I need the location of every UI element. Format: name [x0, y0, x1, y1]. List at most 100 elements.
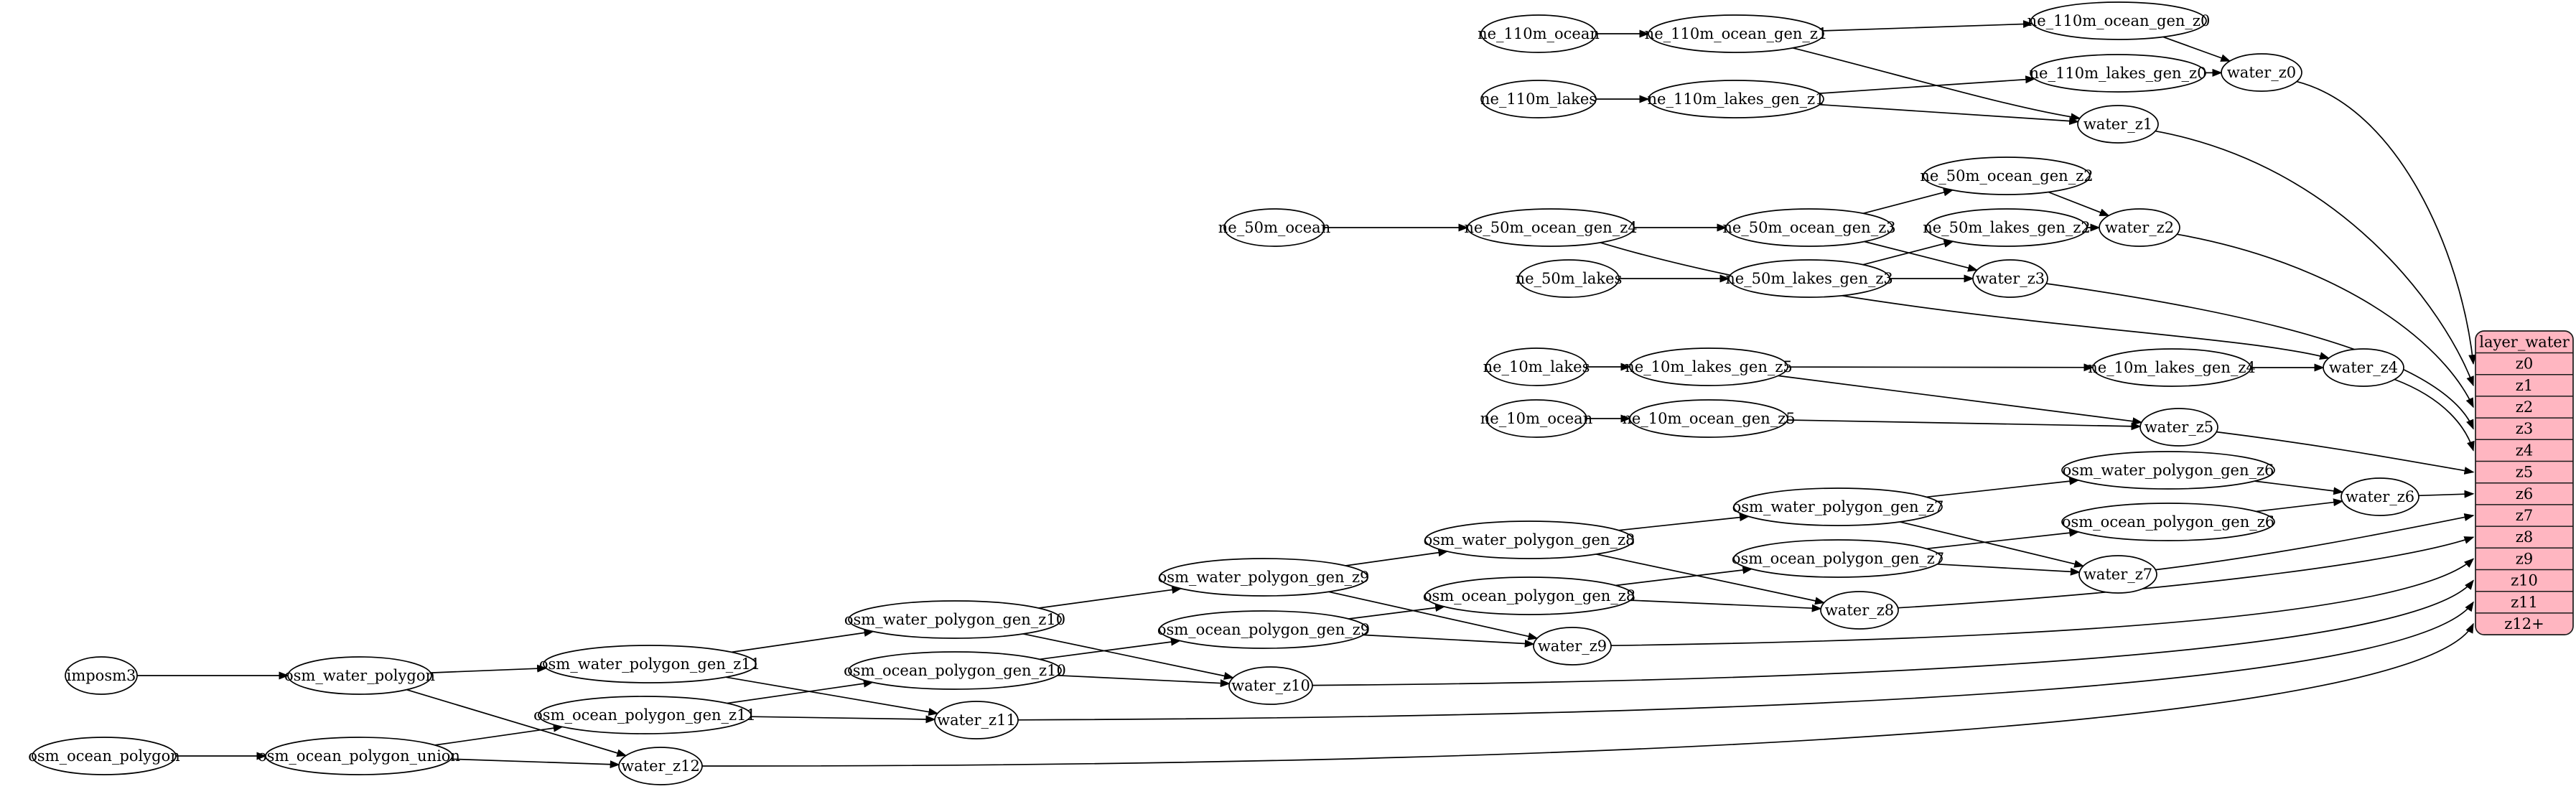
- edge-water_z9-to-layer_water-z9: [1610, 558, 2475, 647]
- edge-osm_ocean_polygon_gen_z7-to-osm_ocean_polygon_gen_z6: [1926, 528, 2080, 550]
- edge-osm_water_polygon_gen_z7-to-osm_water_polygon_gen_z6: [1926, 477, 2080, 498]
- node-label-ne_10m_ocean: ne_10m_ocean: [1480, 410, 1592, 427]
- node-water_z7: water_z7: [2078, 555, 2157, 594]
- edge-osm_water_polygon_gen_z8-to-water_z8: [1596, 554, 1826, 605]
- table-row-z7: z7: [2516, 507, 2533, 524]
- edge-osm_ocean_polygon_gen_z6-to-water_z6: [2256, 498, 2344, 513]
- node-water_z6: water_z6: [2341, 477, 2419, 516]
- edge-osm_water_polygon_gen_z9-to-water_z9: [1328, 591, 1539, 640]
- node-water_z2: water_z2: [2099, 208, 2180, 247]
- node-water_z9: water_z9: [1533, 627, 1612, 666]
- node-label-osm_ocean_polygon_gen_z7: osm_ocean_polygon_gen_z7: [1732, 550, 1944, 567]
- node-osm_ocean_polygon_gen_z10: osm_ocean_polygon_gen_z10: [844, 651, 1066, 690]
- node-label-ne_110m_ocean_gen_z0: ne_110m_ocean_gen_z0: [2027, 12, 2211, 29]
- node-label-ne_50m_lakes_gen_z3: ne_50m_lakes_gen_z3: [1725, 270, 1893, 287]
- node-label-osm_ocean_polygon_gen_z10: osm_ocean_polygon_gen_z10: [844, 662, 1066, 679]
- node-osm_ocean_polygon_gen_z9: osm_ocean_polygon_gen_z9: [1157, 610, 1370, 649]
- table-row-z4: z4: [2516, 442, 2533, 459]
- edge-osm_water_polygon-to-osm_water_polygon_gen_z11: [430, 664, 548, 673]
- node-ne_50m_lakes_gen_z3: ne_50m_lakes_gen_z3: [1725, 259, 1893, 298]
- edge-ne_110m_ocean_gen_z0-to-water_z0: [2162, 36, 2231, 62]
- edge-ne_50m_lakes_gen_z3-to-ne_50m_lakes_gen_z2: [1862, 240, 1954, 266]
- node-label-water_z4: water_z4: [2329, 359, 2398, 376]
- node-ne_110m_ocean_gen_z1: ne_110m_ocean_gen_z1: [1645, 14, 1828, 53]
- node-label-osm_ocean_polygon_union: osm_ocean_polygon_union: [258, 747, 460, 765]
- node-label-water_z2: water_z2: [2105, 219, 2174, 236]
- node-label-water_z9: water_z9: [1538, 638, 1607, 655]
- node-label-ne_50m_ocean: ne_50m_ocean: [1218, 219, 1330, 236]
- node-label-osm_ocean_polygon_gen_z9: osm_ocean_polygon_gen_z9: [1157, 621, 1370, 638]
- node-ne_50m_lakes: ne_50m_lakes: [1516, 259, 1623, 298]
- node-ne_10m_ocean: ne_10m_ocean: [1480, 399, 1592, 438]
- node-label-osm_water_polygon_gen_z6: osm_water_polygon_gen_z6: [2063, 462, 2274, 479]
- edge-osm_ocean_polygon_gen_z10-to-water_z10: [1057, 674, 1231, 688]
- node-label-ne_110m_lakes: ne_110m_lakes: [1480, 90, 1597, 108]
- edge-ne_50m_ocean_gen_z3-to-ne_50m_ocean_gen_z2: [1863, 188, 1954, 215]
- edge-osm_water_polygon_gen_z6-to-water_z6: [2254, 480, 2344, 495]
- table-row-z2: z2: [2516, 398, 2533, 416]
- node-label-water_z12: water_z12: [621, 757, 700, 775]
- edge-osm_water_polygon-to-water_z12: [406, 688, 627, 757]
- node-label-ne_10m_lakes_gen_z5: ne_10m_lakes_gen_z5: [1625, 358, 1793, 375]
- node-water_z10: water_z10: [1228, 666, 1313, 705]
- node-label-ne_110m_ocean: ne_110m_ocean: [1478, 25, 1600, 42]
- node-label-ne_10m_lakes_gen_z4: ne_10m_lakes_gen_z4: [2088, 359, 2256, 376]
- table-row-z0: z0: [2516, 355, 2533, 373]
- node-label-ne_50m_lakes: ne_50m_lakes: [1516, 270, 1623, 287]
- edge-water_z0-to-layer_water-z0: [2296, 80, 2477, 365]
- edge-water_z11-to-layer_water-z11: [1017, 601, 2474, 721]
- edge-water_z7-to-layer_water-z7: [2155, 513, 2475, 571]
- edge-water_z12-to-layer_water-z12+: [701, 622, 2474, 767]
- node-water_z8: water_z8: [1820, 591, 1899, 630]
- edge-osm_ocean_polygon_union-to-water_z12: [451, 758, 620, 769]
- node-label-osm_ocean_polygon: osm_ocean_polygon: [28, 747, 180, 765]
- node-ne_110m_ocean_gen_z0: ne_110m_ocean_gen_z0: [2027, 1, 2211, 40]
- node-label-water_z11: water_z11: [937, 711, 1016, 729]
- edge-ne_50m_ocean_gen_z3-to-water_z3: [1864, 241, 1979, 272]
- node-label-ne_10m_lakes: ne_10m_lakes: [1483, 358, 1590, 375]
- node-label-osm_water_polygon_gen_z11: osm_water_polygon_gen_z11: [539, 655, 760, 673]
- node-label-water_z1: water_z1: [2083, 116, 2152, 133]
- table-row-z9: z9: [2516, 550, 2533, 567]
- edge-water_z8-to-layer_water-z8: [1898, 536, 2475, 609]
- node-imposm3: imposm3: [65, 656, 138, 695]
- edge-ne_50m_ocean_gen_z2-to-water_z2: [2048, 191, 2110, 217]
- node-ne_50m_ocean_gen_z2: ne_50m_ocean_gen_z2: [1920, 157, 2094, 195]
- node-label-osm_water_polygon: osm_water_polygon: [284, 667, 435, 684]
- node-label-ne_50m_ocean_gen_z3: ne_50m_ocean_gen_z3: [1722, 219, 1895, 236]
- node-osm_water_polygon_gen_z11: osm_water_polygon_gen_z11: [539, 645, 760, 683]
- node-ne_10m_lakes_gen_z4: ne_10m_lakes_gen_z4: [2088, 348, 2256, 387]
- node-ne_10m_ocean_gen_z5: ne_10m_ocean_gen_z5: [1622, 399, 1796, 438]
- edge-osm_ocean_polygon_union-to-osm_ocean_polygon_gen_z11: [434, 724, 564, 746]
- node-label-osm_water_polygon_gen_z7: osm_water_polygon_gen_z7: [1732, 498, 1944, 515]
- node-osm_ocean_polygon_gen_z11: osm_ocean_polygon_gen_z11: [533, 696, 756, 734]
- node-ne_50m_lakes_gen_z2: ne_50m_lakes_gen_z2: [1923, 208, 2091, 247]
- edge-osm_water_polygon_gen_z11-to-osm_water_polygon_gen_z10: [731, 628, 874, 653]
- edge-ne_10m_lakes_gen_z5-to-ne_10m_lakes_gen_z4: [1787, 363, 2094, 372]
- edge-osm_ocean_polygon_gen_z8-to-water_z8: [1630, 599, 1822, 612]
- edge-water_z3-to-layer_water-z3: [2045, 283, 2474, 430]
- table-row-z1: z1: [2516, 377, 2533, 394]
- node-label-osm_ocean_polygon_gen_z6: osm_ocean_polygon_gen_z6: [2062, 513, 2274, 531]
- node-label-ne_10m_ocean_gen_z5: ne_10m_ocean_gen_z5: [1622, 410, 1795, 427]
- edge-ne_50m_ocean_gen_z4-to-water_z4: [1600, 242, 2330, 360]
- node-osm_ocean_polygon_gen_z8: osm_ocean_polygon_gen_z8: [1423, 576, 1635, 615]
- edge-osm_water_polygon_gen_z9-to-osm_water_polygon_gen_z8: [1345, 548, 1449, 566]
- edge-osm_water_polygon_gen_z7-to-water_z7: [1900, 521, 2085, 568]
- node-label-ne_50m_ocean_gen_z4: ne_50m_ocean_gen_z4: [1464, 219, 1637, 236]
- node-label-ne_110m_lakes_gen_z1: ne_110m_lakes_gen_z1: [1648, 90, 1825, 108]
- table-row-z3: z3: [2516, 420, 2533, 437]
- edge-osm_ocean_polygon_gen_z9-to-water_z9: [1363, 634, 1535, 648]
- edge-water_z1-to-layer_water-z1: [2155, 130, 2474, 387]
- edge-water_z6-to-layer_water-z6: [2418, 490, 2475, 498]
- node-label-osm_water_polygon_gen_z9: osm_water_polygon_gen_z9: [1158, 569, 1370, 586]
- table-row-z6: z6: [2516, 485, 2533, 503]
- node-ne_50m_ocean: ne_50m_ocean: [1218, 208, 1330, 247]
- table-row-z8: z8: [2516, 528, 2533, 546]
- node-osm_ocean_polygon_gen_z6: osm_ocean_polygon_gen_z6: [2061, 503, 2275, 541]
- node-osm_water_polygon_gen_z10: osm_water_polygon_gen_z10: [844, 600, 1065, 639]
- node-osm_ocean_polygon_gen_z7: osm_ocean_polygon_gen_z7: [1732, 539, 1944, 578]
- node-label-ne_110m_ocean_gen_z1: ne_110m_ocean_gen_z1: [1645, 25, 1828, 42]
